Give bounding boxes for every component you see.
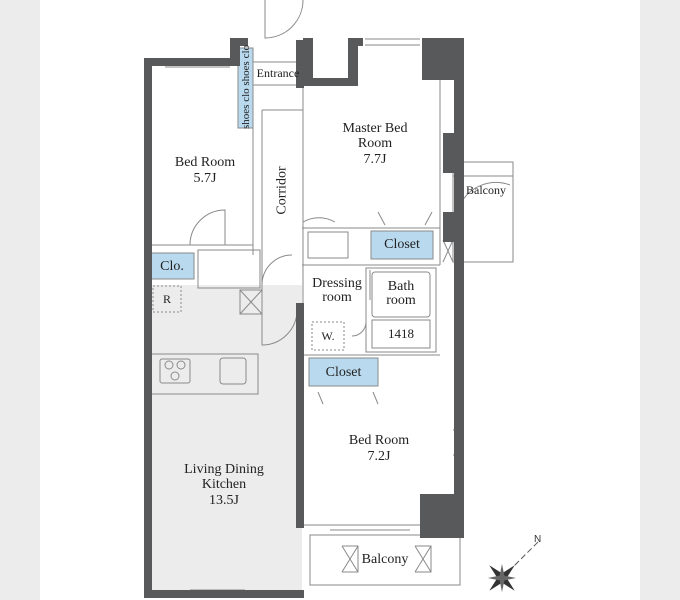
- shoes-closet-label: shoes clo shoes clo: [240, 44, 252, 129]
- floor-plan-drawing: [144, 0, 514, 598]
- entrance-label: Entrance: [256, 66, 300, 80]
- clo-label: Clo.: [160, 259, 184, 274]
- kitchen-floor: [150, 285, 302, 595]
- bed-room-2-size: 7.2J: [367, 449, 391, 464]
- master-bed-name-2: Room: [357, 136, 393, 151]
- bath-unit-size: 1418: [388, 326, 414, 341]
- master-bed-size: 7.7J: [363, 152, 387, 167]
- exterior-walls: [144, 38, 464, 598]
- side-balcony-label: Balcony: [466, 183, 506, 197]
- master-bed-name-1: Master Bed: [342, 121, 408, 136]
- bath-room-line-1: Bath: [387, 279, 415, 294]
- corridor-label: Corridor: [274, 166, 290, 215]
- bed-room-1-name: Bed Room: [174, 155, 236, 170]
- ldk-line-1: Living Dining: [184, 462, 264, 477]
- bath-room-line-2: room: [386, 293, 416, 308]
- dressing-room-line-2: room: [322, 290, 352, 305]
- refrigerator-label: R: [162, 292, 171, 306]
- closet-lower-label: Closet: [325, 365, 362, 380]
- closet-upper-area: [370, 230, 434, 260]
- dressing-room-line-1: Dressing: [312, 276, 362, 291]
- door-swings: [189, 0, 511, 405]
- ldk-line-2: Kitchen: [201, 477, 247, 492]
- bed-room-1-size: 5.7J: [193, 171, 217, 186]
- washer-label: W.: [321, 329, 335, 343]
- closet-lower-area: [308, 357, 379, 387]
- bed-room-2-name: Bed Room: [348, 433, 410, 448]
- bottom-balcony-label: Balcony: [361, 552, 409, 567]
- closet-upper-label: Closet: [384, 237, 420, 252]
- floor-plan-sheet: Entrance shoes clo shoes clo Corridor Be…: [40, 0, 640, 600]
- ldk-size: 13.5J: [209, 493, 239, 508]
